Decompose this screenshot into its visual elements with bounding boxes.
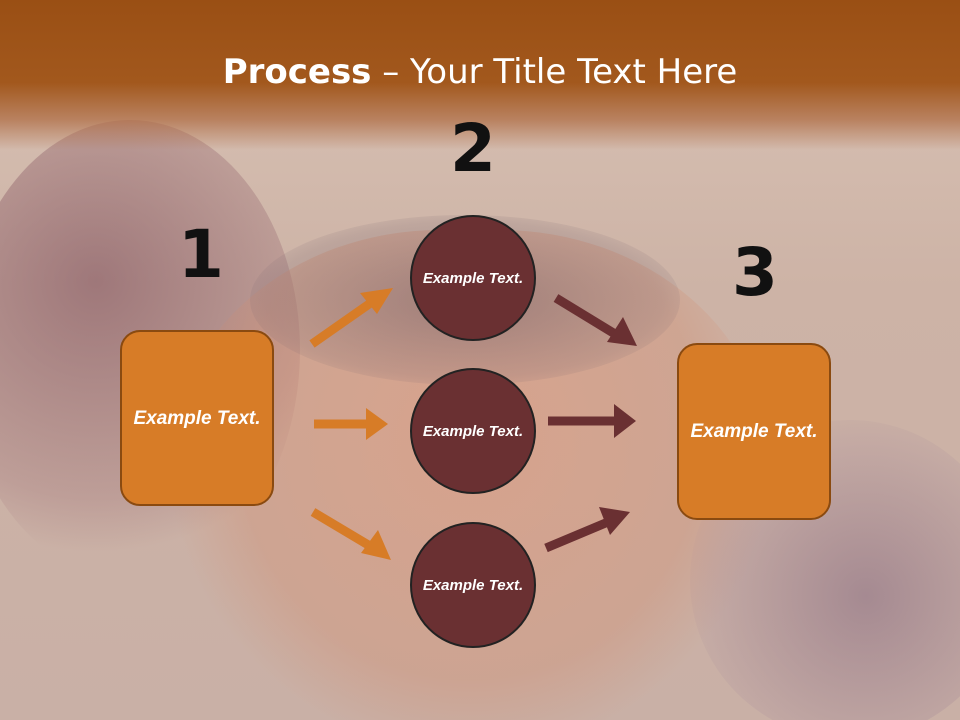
left-box-text: Example Text. [133, 407, 261, 429]
arrow-to-middle-circle [314, 408, 388, 440]
arrow-top-to-right-box [553, 294, 637, 346]
right-box: Example Text. [677, 343, 831, 520]
circle-middle: Example Text. [410, 368, 536, 494]
circle-top: Example Text. [410, 215, 536, 341]
circle-bottom: Example Text. [410, 522, 536, 648]
left-box: Example Text. [120, 330, 274, 506]
right-box-text: Example Text. [690, 421, 818, 442]
title-bold: Process [222, 52, 372, 92]
circle-middle-text: Example Text. [422, 422, 524, 440]
arrow-middle-to-right-box [548, 404, 636, 438]
step-number-2: 2 [450, 110, 496, 187]
slide-title: Process – Your Title Text Here [0, 52, 960, 92]
title-band [0, 0, 960, 150]
step-number-1: 1 [178, 216, 224, 293]
arrow-to-top-circle [309, 288, 393, 348]
arrow-bottom-to-right-box [544, 507, 630, 553]
step-number-3: 3 [732, 234, 778, 311]
arrow-to-bottom-circle [310, 508, 391, 560]
circle-bottom-text: Example Text. [422, 576, 524, 594]
circle-top-text: Example Text. [422, 269, 524, 287]
title-rest: – Your Title Text Here [371, 52, 738, 92]
